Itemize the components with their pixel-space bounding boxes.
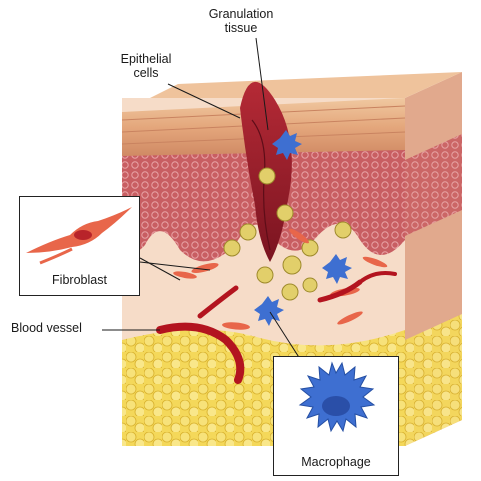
label-granulation-tissue: Granulation tissue [204, 7, 278, 35]
label-epithelial-line2: cells [112, 66, 180, 80]
fibroblast-label: Fibroblast [20, 273, 139, 287]
fibroblast-icon [20, 201, 138, 271]
macrophage-label: Macrophage [274, 455, 398, 469]
label-granulation-line2: tissue [204, 21, 278, 35]
label-epithelial-cells: Epithelial cells [112, 52, 180, 80]
label-granulation-line1: Granulation [204, 7, 278, 21]
macrophage-icon [274, 361, 398, 451]
label-epithelial-line1: Epithelial [112, 52, 180, 66]
fibroblast-inset: Fibroblast [19, 196, 140, 296]
macrophage-inset: Macrophage [273, 356, 399, 476]
label-blood-vessel: Blood vessel [11, 321, 82, 335]
